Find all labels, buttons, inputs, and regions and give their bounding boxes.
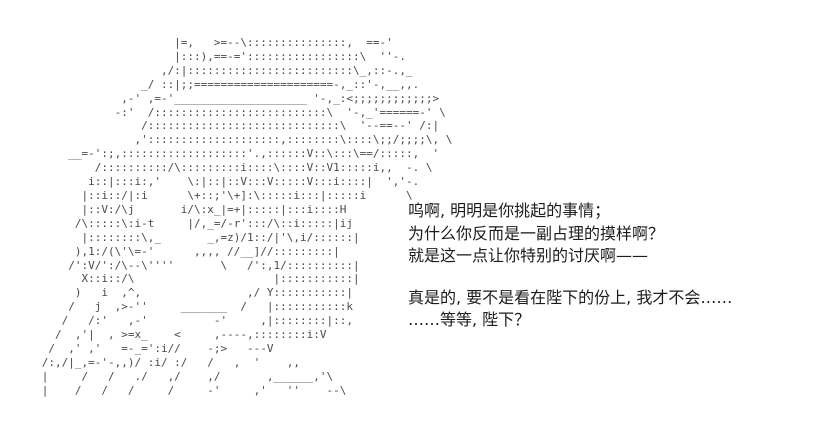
ascii-art-character: |=, >=--\:::::::::::::::, ==-' |:::),==-…	[41, 36, 453, 397]
dialogue-paragraph-2: 真是的, 要不是看在陛下的份上, 我才不会…… ……等等, 陛下？	[408, 287, 733, 330]
dialogue-text: 呜啊, 明明是你挑起的事情； 为什么你反而是一副占理的摸样啊？ 就是这一点让你特…	[408, 200, 804, 332]
dialogue-paragraph-1: 呜啊, 明明是你挑起的事情； 为什么你反而是一副占理的摸样啊？ 就是这一点让你特…	[408, 201, 665, 265]
